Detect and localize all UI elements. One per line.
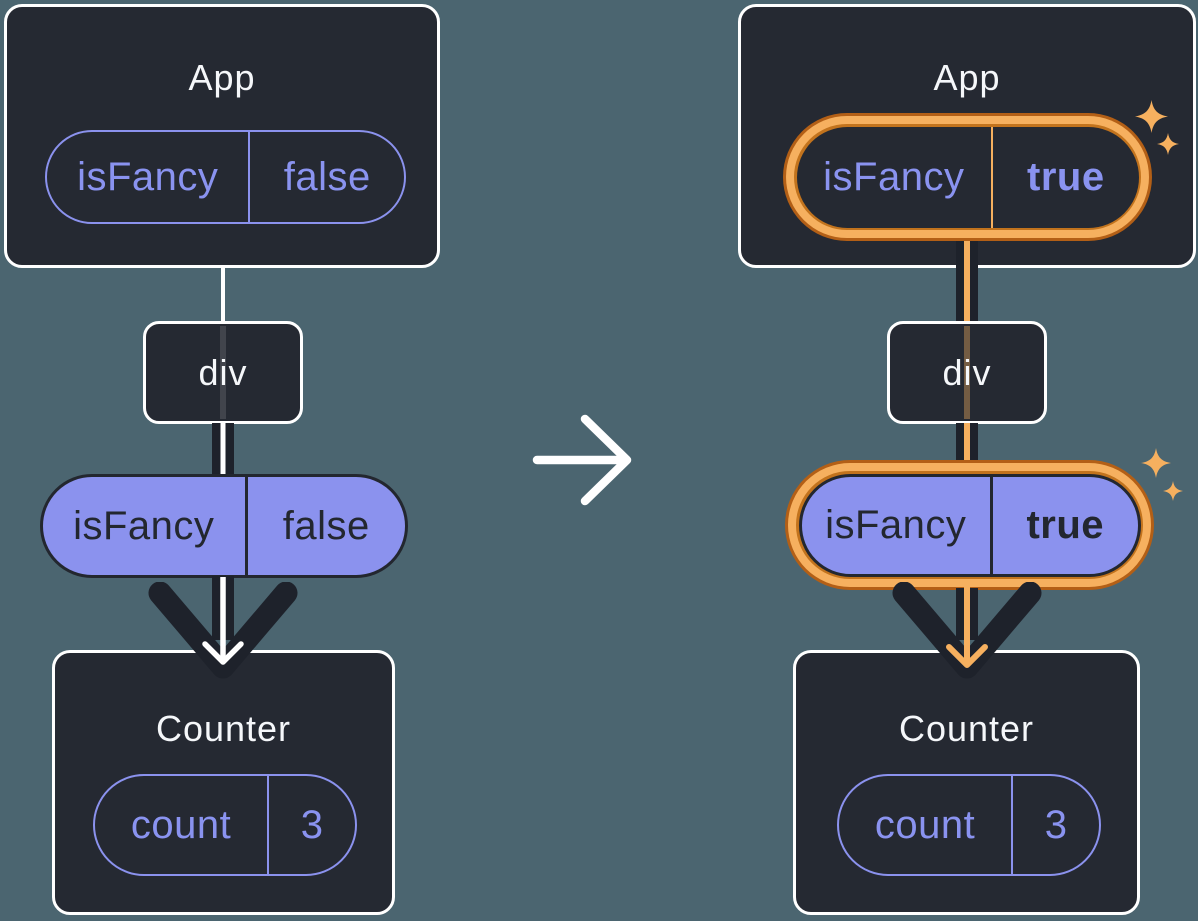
counter-title: Counter	[898, 708, 1035, 749]
down-arrow-core-icon	[202, 577, 244, 665]
prop-value-label: true	[1027, 154, 1105, 199]
prop-name-label: isFancy	[47, 132, 251, 222]
counter-title: Counter	[155, 708, 292, 749]
state-pill: count 3	[837, 774, 1101, 876]
sparkle-icon	[1163, 481, 1183, 501]
prop-name-label: isFancy	[802, 476, 994, 574]
transition-arrow-icon	[532, 414, 632, 506]
sparkle-icon	[1157, 133, 1179, 155]
prop-flow-shaft	[956, 423, 978, 468]
prop-pill: isFancy false	[45, 130, 406, 224]
state-name-label: count	[95, 776, 270, 874]
counter-card: Counter count 3	[52, 650, 395, 915]
down-arrow-core-icon	[946, 586, 988, 668]
prop-flow-shaft	[956, 237, 978, 323]
state-value-label: 3	[1044, 802, 1068, 847]
prop-value-label: true	[1026, 502, 1105, 547]
state-name-label: count	[839, 776, 1014, 874]
sparkle-icon	[1135, 100, 1168, 133]
prop-flow-shaft	[212, 423, 234, 476]
highlighted-passed-prop-pill: isFancy true	[785, 460, 1154, 590]
through-line	[964, 326, 970, 419]
state-value-label: 3	[300, 802, 324, 847]
passed-prop-pill: isFancy false	[40, 474, 408, 578]
div-node: div	[887, 321, 1047, 424]
app-title: App	[933, 57, 1001, 98]
div-label: div	[198, 351, 248, 393]
prop-name-label: isFancy	[43, 477, 248, 575]
sparkle-icon	[1141, 448, 1171, 478]
div-node: div	[143, 321, 303, 424]
app-to-div-connector	[221, 266, 225, 324]
counter-card: Counter count 3	[793, 650, 1140, 915]
div-label: div	[942, 351, 992, 393]
prop-value-label: false	[283, 154, 371, 199]
down-arrow-icon	[148, 582, 298, 679]
app-title: App	[188, 57, 256, 98]
through-line	[220, 326, 226, 419]
highlighted-prop-pill: isFancy true	[783, 113, 1152, 241]
app-card: App isFancy false	[4, 4, 440, 268]
prop-value-label: false	[282, 503, 370, 548]
prop-name-label: isFancy	[797, 126, 994, 228]
state-pill: count 3	[93, 774, 357, 876]
